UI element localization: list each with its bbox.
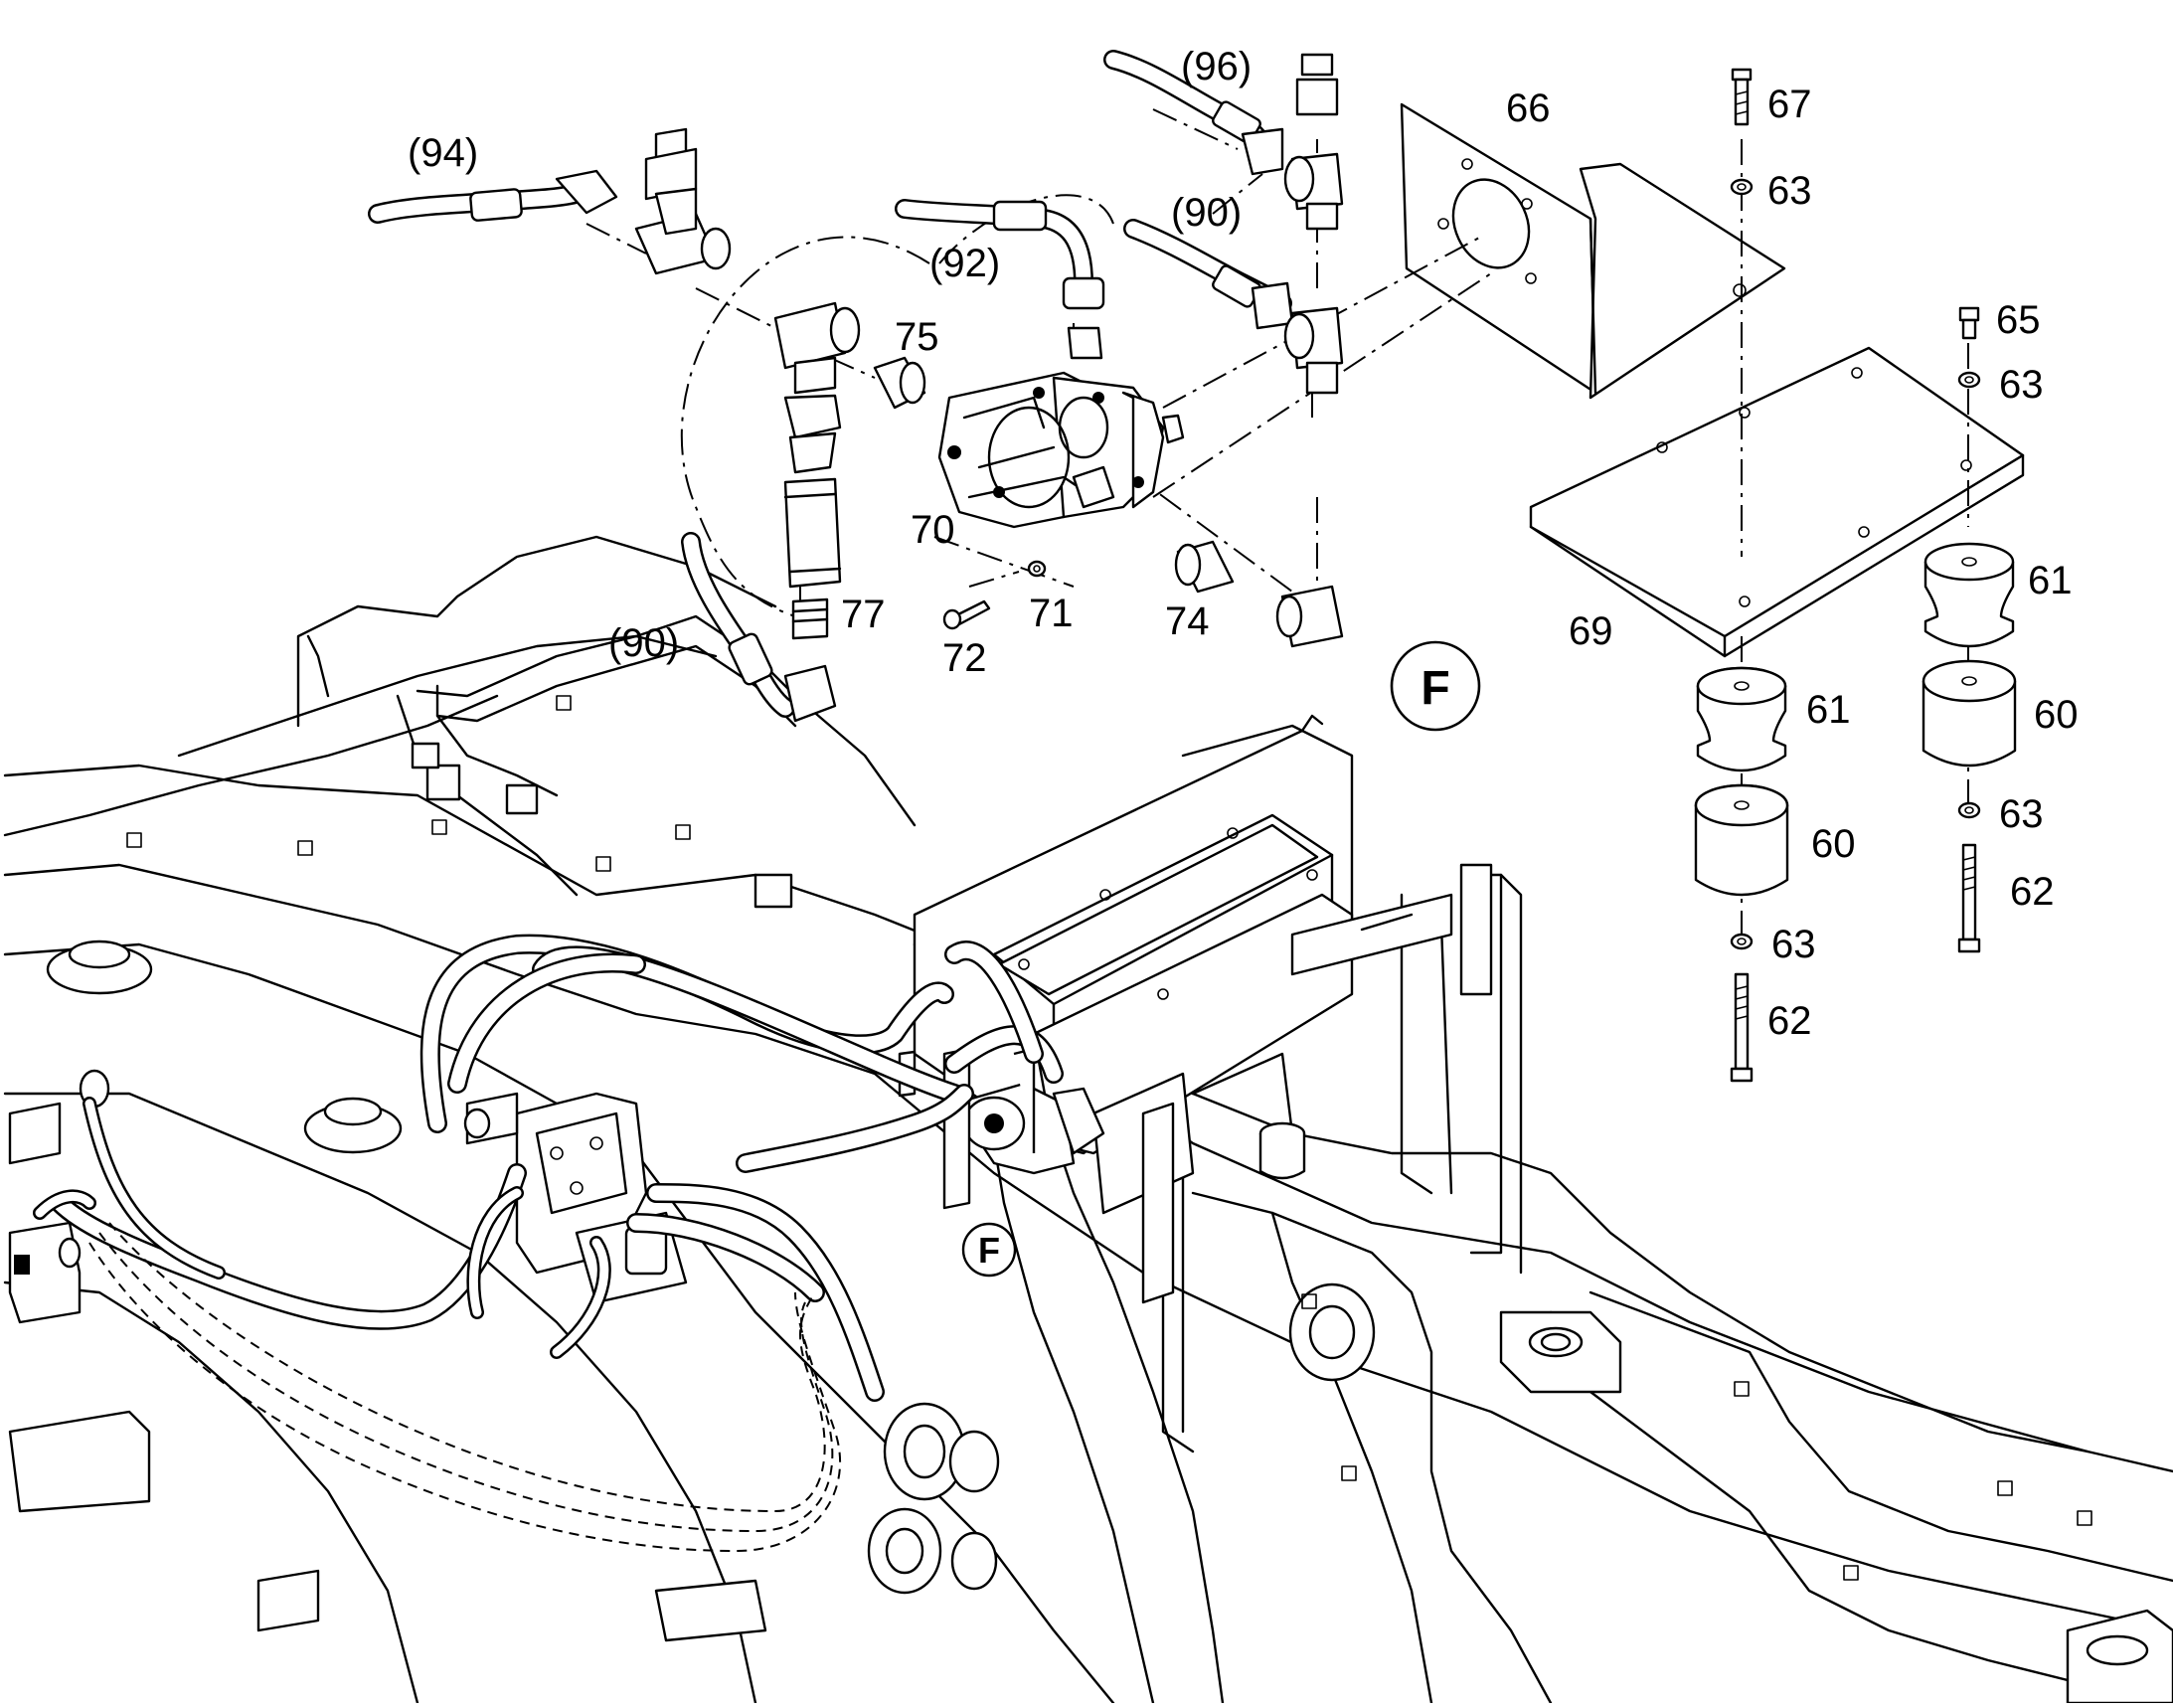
- detail-callout-f-small: F: [961, 1222, 1017, 1278]
- label-66: 66: [1506, 86, 1551, 130]
- machine-frame: [3, 535, 2173, 1705]
- isolator-mount-right: [1922, 306, 2017, 953]
- label-90-upper: (90): [1171, 191, 1242, 235]
- label-70: 70: [911, 508, 955, 552]
- label-92: (92): [929, 242, 1000, 285]
- label-63-c: 63: [1999, 792, 2044, 836]
- label-61-right: 61: [2028, 559, 2073, 602]
- installed-hoses: [33, 934, 1064, 1553]
- svg-text:F: F: [1421, 662, 1449, 715]
- label-63-a: 63: [1767, 169, 1812, 213]
- label-63-b: 63: [1999, 363, 2044, 407]
- label-63-d: 63: [1771, 923, 1816, 966]
- mounting-bracket-66: [1400, 102, 1786, 400]
- label-65: 65: [1996, 298, 2041, 342]
- label-90-lower: (90): [608, 621, 679, 665]
- hydraulic-motor-70: [937, 371, 1185, 529]
- label-75: 75: [895, 315, 939, 359]
- label-74: 74: [1165, 599, 1210, 643]
- exploded-fittings: [634, 53, 1344, 648]
- part-labels: (94) (96) 66 67 63 (90) (92) 75 65 63 70…: [408, 45, 2079, 1043]
- label-61-left: 61: [1806, 688, 1851, 732]
- exploded-hoses: [368, 50, 1294, 723]
- label-71: 71: [1029, 592, 1074, 635]
- isolator-mount-left: [1694, 68, 1789, 1083]
- label-96: (96): [1181, 45, 1252, 88]
- control-valve-blocks: [8, 1069, 688, 1324]
- label-60-left: 60: [1811, 822, 1856, 866]
- label-60-right: 60: [2034, 693, 2079, 737]
- label-72: 72: [942, 636, 987, 680]
- label-62-right: 62: [2010, 870, 2055, 914]
- cooler-assembly: [913, 714, 1493, 1304]
- label-77: 77: [841, 593, 886, 636]
- label-67: 67: [1767, 83, 1812, 126]
- label-69: 69: [1569, 609, 1613, 653]
- label-94: (94): [408, 131, 478, 175]
- svg-text:F: F: [978, 1230, 1000, 1271]
- detail-callout-f-large: F: [1390, 640, 1481, 732]
- mounting-plate-69: [1529, 346, 2025, 658]
- label-62-left: 62: [1767, 999, 1812, 1043]
